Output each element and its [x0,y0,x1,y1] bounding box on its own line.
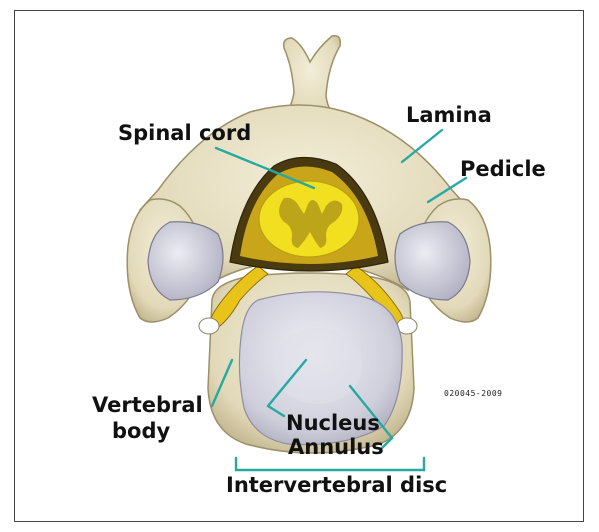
label-pedicle: Pedicle [460,158,546,182]
label-intervertebral-disc: Intervertebral disc [226,474,447,498]
label-vertebral-body-line2: body [112,420,170,444]
label-vertebral-body-line1: Vertebral [92,394,203,418]
label-nucleus: Nucleus [286,412,380,436]
label-annulus: Annulus [288,436,384,460]
nucleus-pulposus [274,328,362,404]
intervertebral-disc-bracket [236,458,424,470]
image-credit: 020045-2009 [444,389,502,398]
label-lamina: Lamina [406,104,492,128]
left-foramen [199,318,219,334]
left-facet-joint [148,222,223,300]
label-spinal-cord: Spinal cord [118,122,251,146]
